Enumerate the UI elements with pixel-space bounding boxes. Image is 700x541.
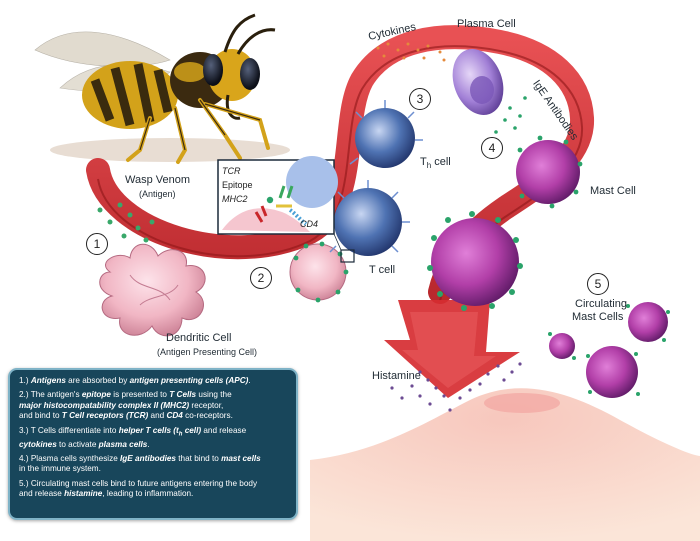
antigen-particles [97, 202, 155, 243]
inset-label-cd4: CD4 [300, 219, 319, 229]
inset-label-epitope: Epitope [222, 180, 253, 190]
step-1: 1.) Antigens are absorbed by antigen pre… [19, 376, 251, 385]
t-cell [329, 180, 410, 256]
label-dendritic-cell: Dendritic Cell [166, 332, 232, 344]
skin-surface [310, 388, 700, 541]
step-number-5: 5 [587, 273, 609, 295]
inset-label-mhc2: MHC2 [222, 194, 248, 204]
inflammation-spot [484, 393, 560, 413]
step-number-4: 4 [481, 137, 503, 159]
presenting-cell-small [289, 241, 349, 303]
arrow-head [384, 300, 520, 398]
label-histamine: Histamine [372, 370, 421, 382]
label-mast-cells: Mast Cells [572, 311, 624, 323]
step-2: 2.) The antigen's epitope is presented t… [19, 390, 233, 421]
activated-mast-cell [427, 211, 523, 311]
wasp [34, 13, 276, 164]
dendritic-cell [99, 243, 206, 337]
step-number-2: 2 [250, 267, 272, 289]
steps-panel: 1.) Antigens are absorbed by antigen pre… [8, 368, 298, 520]
label-th-cell: Th cell [420, 156, 451, 171]
label-antigen: (Antigen) [139, 189, 176, 199]
histamine-particles [390, 362, 522, 412]
receptor-inset [217, 156, 338, 235]
step-4: 4.) Plasma cells synthesize IgE antibodi… [19, 454, 261, 474]
step-3: 3.) T Cells differentiate into helper T … [19, 425, 247, 449]
step-number-1: 1 [86, 233, 108, 255]
label-apc: (Antigen Presenting Cell) [157, 347, 258, 357]
label-circulating: Circulating [575, 298, 627, 310]
label-wasp-venom: Wasp Venom [125, 174, 191, 186]
pathway-arrow [86, 25, 594, 304]
label-t-cell: T cell [369, 264, 396, 276]
helper-t-cell [349, 100, 423, 168]
label-plasma-cell: Plasma Cell [457, 18, 516, 30]
plasma-cell [452, 49, 504, 115]
cytokine-particles [376, 42, 446, 62]
mast-cell [516, 135, 583, 209]
label-mast-cell: Mast Cell [590, 185, 636, 197]
circulating-mast-cells [548, 302, 670, 398]
inset-label-tcr: TCR [222, 166, 241, 176]
step-5: 5.) Circulating mast cells bind to futur… [19, 478, 258, 499]
step-number-3: 3 [409, 88, 431, 110]
